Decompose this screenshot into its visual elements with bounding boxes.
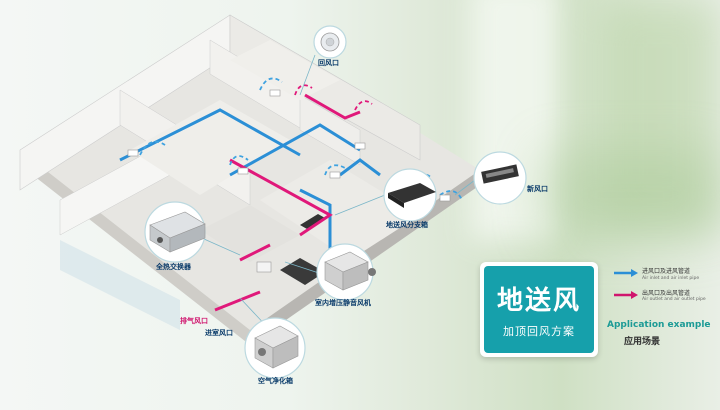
supply-duct-3	[339, 158, 381, 177]
controller-box	[256, 261, 272, 273]
legend-exhaust-cn: 出风口及出风管道	[642, 289, 691, 297]
airflow-arc-6	[439, 190, 463, 201]
supply-duct-2	[229, 123, 361, 177]
heat-exchanger-callout	[144, 201, 206, 263]
supply-duct-4	[299, 188, 332, 260]
exhaust-duct-3	[239, 243, 271, 262]
supply-duct-1	[119, 108, 301, 162]
furniture-dark	[300, 214, 325, 229]
branch-box-icon	[388, 183, 436, 203]
background-window-light	[470, 0, 560, 240]
vent-marker-4	[354, 142, 366, 150]
vent-markers	[127, 89, 451, 202]
fresh-vent-callout	[473, 151, 527, 205]
legend-exhaust-en: Air outlet and air outlet pipe	[642, 297, 706, 303]
airflow-arc-3	[259, 77, 283, 91]
leader-floor-box	[334, 194, 386, 216]
exhaust-duct-4	[214, 290, 261, 312]
vent-marker-5	[329, 171, 341, 179]
leader-return-vent	[299, 54, 316, 96]
room-bedroom	[130, 100, 290, 195]
exhaust-arc-1	[294, 84, 313, 96]
label-air-purifier: 空气净化箱	[258, 377, 293, 385]
background-greenery	[600, 0, 720, 230]
scheme-badge-inner: 地送风 加顶回风方案	[484, 266, 594, 353]
label-heat-exchanger: 全热交换器	[156, 263, 191, 271]
supply-duct-network	[119, 108, 381, 260]
exhaust-duct-2	[229, 158, 333, 237]
exhaust-arc-2	[354, 100, 373, 111]
vent-marker-1	[127, 149, 139, 157]
vent-marker-6	[439, 194, 451, 202]
label-indoor-fan: 室内增压静音风机	[315, 299, 371, 307]
label-floor-supply-box: 地送风分支箱	[386, 221, 428, 229]
legend-supply-cn: 进风口及进风管道	[642, 268, 691, 275]
floor-supply-box-callout	[383, 168, 437, 222]
scheme-badge: 地送风 加顶回风方案	[480, 262, 598, 357]
balcony-glass	[60, 240, 180, 330]
application-example-en: Application example	[607, 320, 711, 330]
leader-fresh-vent	[454, 179, 476, 196]
scheme-title: 地送风	[496, 286, 581, 316]
exhaust-duct-network	[214, 93, 361, 312]
vent-marker-3	[269, 89, 281, 97]
blue-arrow-icon	[614, 269, 638, 277]
exhaust-arcs	[294, 84, 373, 111]
duct-legend: 进风口及进风管道 Air inlet and air inlet pipe 出风…	[614, 268, 706, 311]
airflow-arc-1	[139, 140, 166, 156]
room-study	[230, 40, 340, 100]
label-exhaust-vent: 排气风口	[180, 317, 208, 325]
label-outdoor-vent: 进室风口	[205, 329, 233, 337]
vent-marker-2	[237, 167, 249, 175]
kitchen-area	[200, 205, 300, 262]
room-living	[260, 160, 420, 260]
scheme-subtitle: 加顶回风方案	[503, 325, 575, 338]
stove-cabinet	[280, 258, 325, 285]
air-purifier-callout	[244, 317, 306, 379]
indoor-fan-callout	[316, 243, 376, 301]
exhaust-duct-1	[304, 93, 361, 120]
label-fresh-vent: 新风口	[527, 185, 548, 193]
return-vent-callout	[313, 25, 347, 59]
background-greenery-lower	[540, 150, 720, 240]
airflow-arc-4	[324, 164, 346, 176]
legend-supply-en: Air inlet and air inlet pipe	[642, 275, 700, 281]
label-return-vent: 回风口	[318, 59, 339, 67]
application-example-cn: 应用场景	[624, 337, 661, 347]
legend-item-supply: 进风口及进风管道 Air inlet and air inlet pipe	[614, 268, 706, 282]
airflow-arc-2	[229, 155, 249, 166]
pink-arrow-icon	[614, 290, 638, 299]
legend-item-exhaust: 出风口及出风管道 Air outlet and air outlet pipe	[614, 290, 706, 304]
